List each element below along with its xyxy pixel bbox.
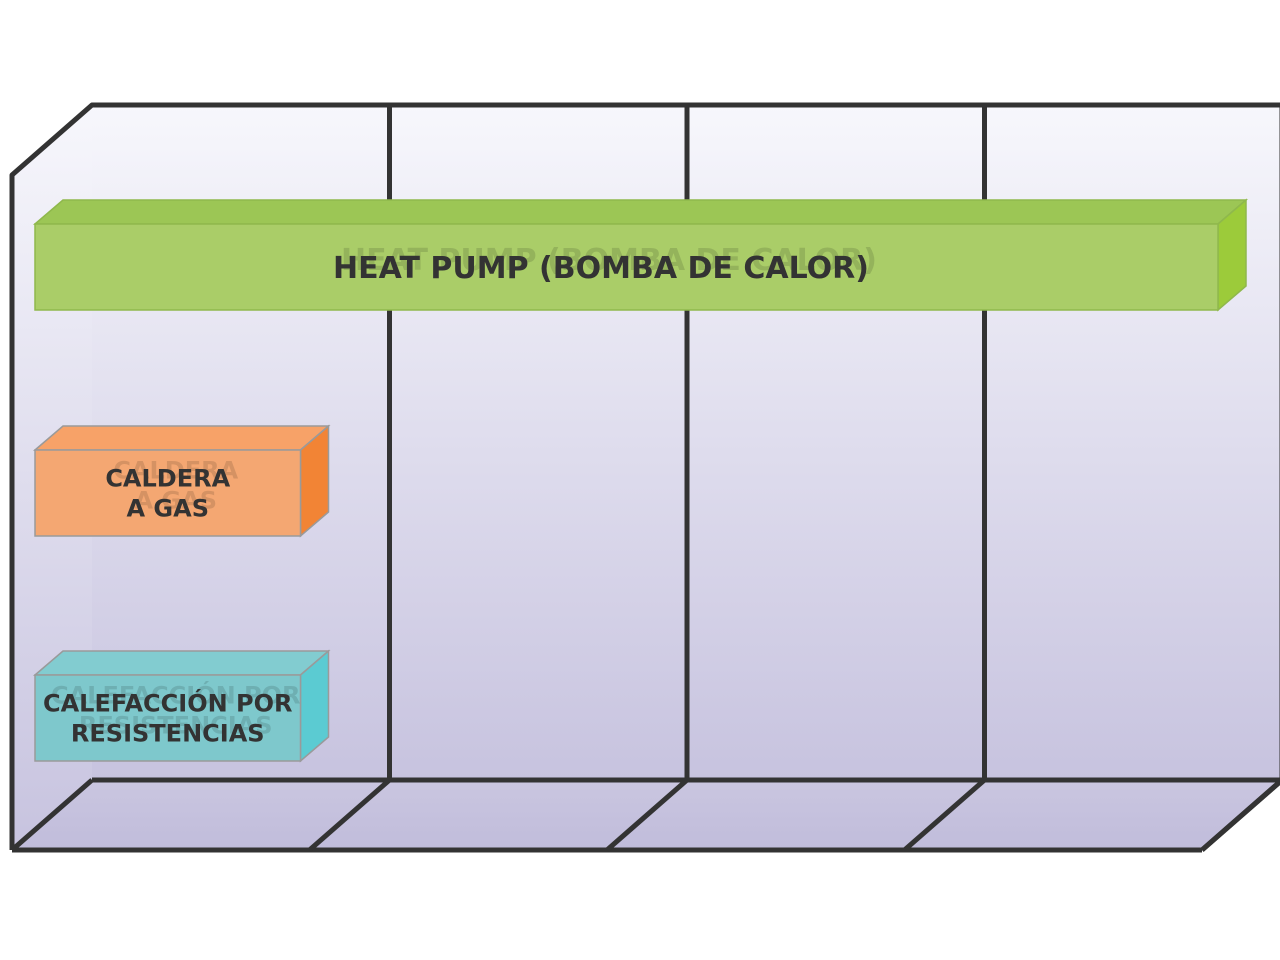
bar-label-shadow: HEAT PUMP (BOMBA DE CALOR) (341, 243, 877, 278)
bar-top-face (32, 199, 1249, 225)
gridline-floor (902, 778, 987, 852)
bar-label: CALEFACCIÓN POR (43, 688, 293, 718)
bar-front-face (34, 449, 302, 537)
bar-label: A GAS (127, 495, 210, 523)
bar-1: HEAT PUMP (BOMBA DE CALOR)HEAT PUMP (BOM… (32, 198, 1249, 312)
bar-label-shadow: A GAS (135, 487, 218, 515)
bar-front-face (34, 674, 302, 762)
bar-front-face (34, 223, 1219, 311)
bar-label-shadow: RESISTENCIAS (79, 712, 273, 740)
bar-top-face (32, 425, 331, 451)
gridline-floor (1200, 778, 1280, 852)
bar-label-shadow: CALEFACCIÓN POR (51, 680, 301, 710)
bars-layer: HEAT PUMP (BOMBA DE CALOR)HEAT PUMP (BOM… (32, 198, 1249, 763)
bar-top-face (32, 650, 331, 676)
gridline-floor (307, 778, 392, 852)
bar-label-shadow: CALDERA (113, 457, 238, 485)
plot-frame (9, 102, 1280, 850)
bar-label: CALDERA (105, 465, 230, 493)
gridline-floor (10, 778, 94, 852)
gridline-floor (605, 778, 689, 852)
bar-label: HEAT PUMP (BOMBA DE CALOR) (333, 251, 869, 286)
bar-label: RESISTENCIAS (71, 720, 265, 748)
